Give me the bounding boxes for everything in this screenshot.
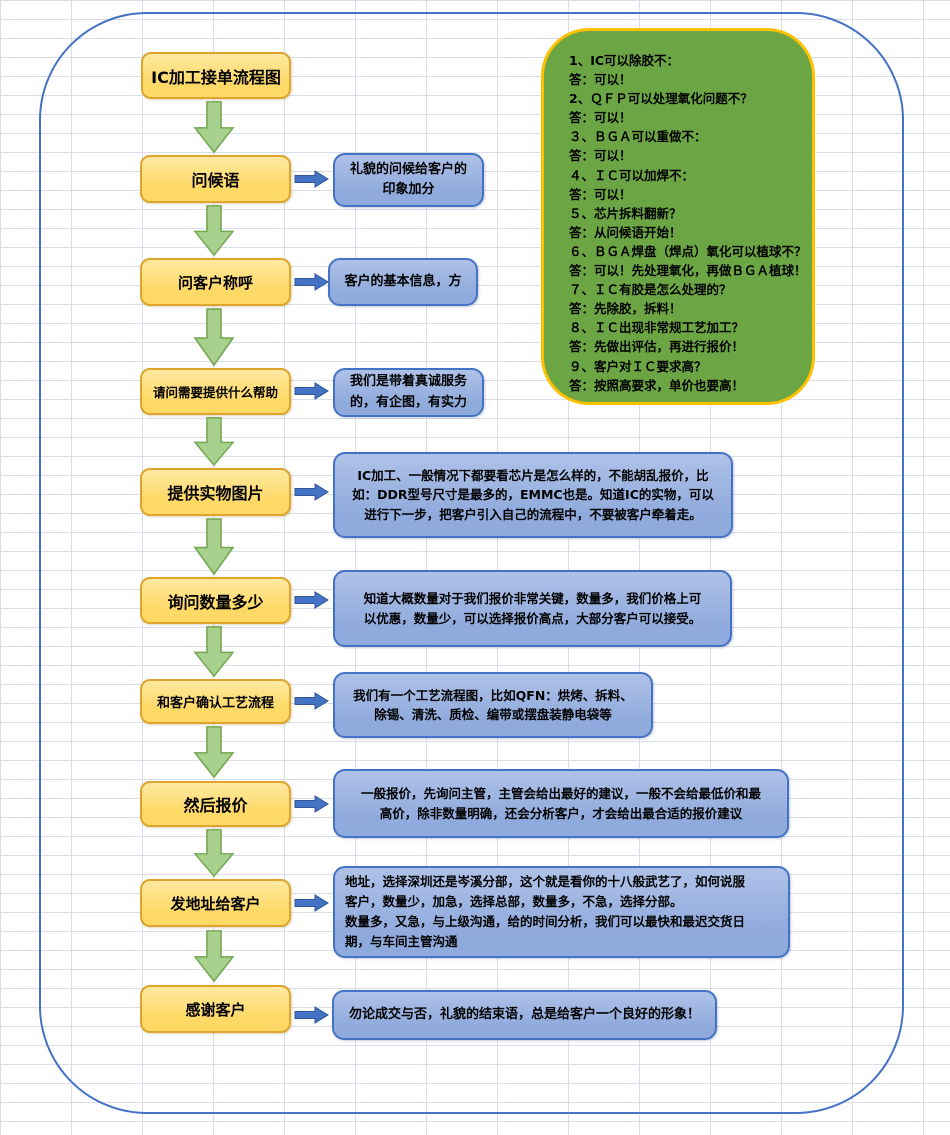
- right-arrow-icon: [294, 1006, 329, 1024]
- right-arrow-icon: [294, 273, 329, 291]
- step-label: 问客户称呼: [177, 273, 253, 292]
- step-box-thank-customer: 感谢客户: [140, 985, 291, 1033]
- step-label: 然后报价: [183, 796, 248, 815]
- qa-line: ６、ＢＧＡ焊盘（焊点）氧化可以植球不？: [569, 243, 807, 259]
- flowchart-title: IC加工接单流程图: [151, 67, 281, 87]
- step-label: 和客户确认工艺流程: [156, 696, 274, 711]
- qa-line: 答：可以！: [569, 148, 632, 164]
- note-text: 我们有一个工艺流程图，比如QFN：烘烤、拆料、 除锡、清洗、质检、编带或摆盘装静…: [353, 687, 633, 722]
- down-arrow-icon: [193, 626, 235, 678]
- down-arrow-icon: [193, 829, 235, 878]
- down-arrow-icon: [193, 308, 235, 367]
- note-text: IC加工、一般情况下都要看芯片是怎么样的，不能胡乱报价，比 如：DDR型号尺寸是…: [352, 467, 714, 522]
- qa-line: 2、ＱＦＰ可以处理氧化问题不？: [569, 91, 753, 107]
- note-box-confirm-process: 我们有一个工艺流程图，比如QFN：烘烤、拆料、 除锡、清洗、质检、编带或摆盘装静…: [333, 672, 653, 738]
- qa-line: 答：从问候语开始！: [569, 224, 682, 240]
- right-arrow-icon: [294, 483, 329, 501]
- note-text: 一般报价，先询问主管，主管会给出最好的建议，一般不会给最低价和最 高价，除非数量…: [360, 786, 761, 821]
- step-label: 感谢客户: [185, 1000, 246, 1019]
- qa-line: 答：按照高要求，单价也要高！: [569, 377, 745, 393]
- note-box-thank-customer: 勿论成交与否，礼貌的结束语，总是给客户一个良好的形象！: [332, 990, 717, 1040]
- qa-line: ５、芯片拆料翻新？: [569, 205, 682, 221]
- down-arrow-icon: [193, 518, 235, 576]
- qa-line: 答：可以！: [569, 186, 632, 202]
- note-text: 地址，选择深圳还是岑溪分部，这个就是看你的十八般武艺了，如何说服 客户，数量少，…: [345, 874, 746, 949]
- qa-line: ３、ＢＧＡ可以重做不：: [569, 129, 707, 145]
- down-arrow-icon: [193, 726, 235, 779]
- flowchart-title-box: IC加工接单流程图: [141, 52, 291, 99]
- down-arrow-icon: [193, 101, 235, 154]
- note-text: 礼貌的问候给客户的 印象加分: [349, 161, 467, 197]
- note-box-send-address: 地址，选择深圳还是岑溪分部，这个就是看你的十八般武艺了，如何说服 客户，数量少，…: [333, 866, 790, 958]
- right-arrow-icon: [294, 894, 329, 912]
- step-box-quote: 然后报价: [140, 781, 291, 827]
- note-text: 知道大概数量对于我们报价非常关键，数量多，我们价格上可 以优惠，数量少，可以选择…: [363, 591, 702, 626]
- step-box-ask-quantity: 询问数量多少: [140, 577, 291, 624]
- right-arrow-icon: [294, 795, 329, 813]
- qa-line: ７、ＩＣ有胶是怎么处理的？: [569, 282, 732, 298]
- step-label: 提供实物图片: [167, 484, 264, 503]
- step-box-send-address: 发地址给客户: [140, 879, 291, 927]
- qa-panel: 1、IC可以除胶不： 答：可以！ 2、ＱＦＰ可以处理氧化问题不？ 答：可以！ ３…: [541, 28, 815, 405]
- note-box-ask-help: 我们是带着真诚服务 的，有企图，有实力: [333, 368, 484, 417]
- qa-line: 答：可以！: [569, 110, 632, 126]
- note-box-quote: 一般报价，先询问主管，主管会给出最好的建议，一般不会给最低价和最 高价，除非数量…: [333, 769, 789, 838]
- note-box-greeting: 礼貌的问候给客户的 印象加分: [333, 153, 484, 207]
- step-label: 请问需要提供什么帮助: [152, 385, 278, 400]
- qa-line: 答：先除胶，拆料！: [569, 301, 682, 317]
- step-box-ask-help: 请问需要提供什么帮助: [140, 368, 291, 415]
- qa-line: ８、ＩＣ出现非常规工艺加工？: [569, 320, 745, 336]
- step-box-provide-photo: 提供实物图片: [140, 468, 291, 516]
- qa-line: 答：先做出评估，再进行报价！: [569, 339, 745, 355]
- note-text: 我们是带着真诚服务 的，有企图，有实力: [349, 374, 467, 410]
- note-box-ask-quantity: 知道大概数量对于我们报价非常关键，数量多，我们价格上可 以优惠，数量少，可以选择…: [333, 570, 732, 647]
- down-arrow-icon: [193, 930, 235, 983]
- note-box-provide-photo: IC加工、一般情况下都要看芯片是怎么样的，不能胡乱报价，比 如：DDR型号尺寸是…: [333, 452, 733, 538]
- qa-line: 答：可以！先处理氧化，再做ＢＧＡ植球！: [569, 263, 807, 279]
- step-label: 发地址给客户: [170, 894, 261, 913]
- right-arrow-icon: [294, 591, 329, 609]
- qa-line: ４、ＩＣ可以加焊不：: [569, 167, 695, 183]
- note-box-ask-name: 客户的基本信息，方: [328, 258, 478, 306]
- qa-line: 1、IC可以除胶不：: [569, 53, 680, 68]
- qa-line: 答：可以！: [569, 72, 632, 88]
- right-arrow-icon: [294, 170, 329, 188]
- down-arrow-icon: [193, 417, 235, 467]
- step-label: 问候语: [191, 171, 240, 190]
- note-text: 勿论成交与否，礼貌的结束语，总是给客户一个良好的形象！: [348, 1006, 700, 1022]
- step-label: 询问数量多少: [167, 592, 264, 612]
- step-box-greeting: 问候语: [140, 155, 291, 203]
- step-box-ask-name: 问客户称呼: [140, 258, 291, 306]
- right-arrow-icon: [294, 382, 329, 400]
- qa-line: ９、客户对ＩＣ要求高？: [569, 358, 707, 374]
- down-arrow-icon: [193, 205, 235, 257]
- step-box-confirm-process: 和客户确认工艺流程: [140, 679, 291, 724]
- right-arrow-icon: [294, 692, 329, 710]
- outer-rounded-frame: [39, 12, 904, 1114]
- note-text: 客户的基本信息，方: [344, 273, 462, 289]
